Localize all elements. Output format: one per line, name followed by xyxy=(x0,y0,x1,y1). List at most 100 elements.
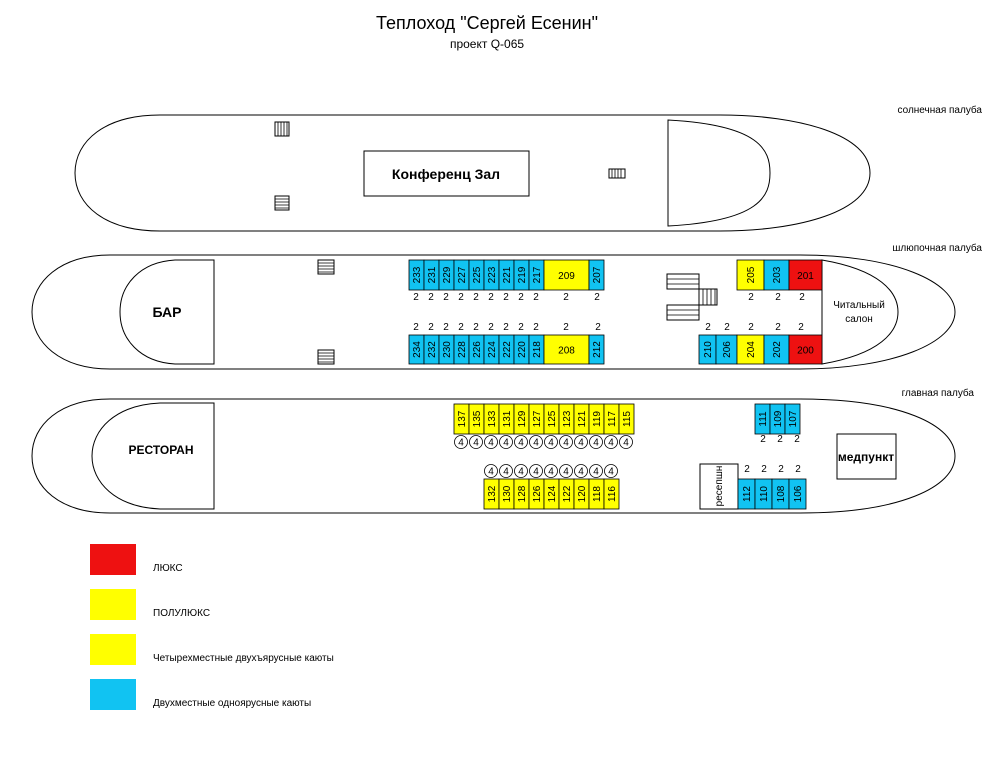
legend-swatch xyxy=(90,544,136,575)
cabin-204[interactable] xyxy=(736,334,765,365)
cabin-number: 229 xyxy=(442,266,453,283)
cabin-116[interactable] xyxy=(603,478,620,510)
berth-count-marker xyxy=(544,464,558,478)
cabin-number: 119 xyxy=(592,411,603,427)
cabin-number: 217 xyxy=(532,266,543,283)
berth-count: 2 xyxy=(778,464,784,475)
cabin-205[interactable] xyxy=(736,259,765,291)
berth-count-marker xyxy=(559,435,573,449)
reception-desk xyxy=(699,463,739,510)
berth-count: 4 xyxy=(458,438,464,449)
reading-salon-label-2: салон xyxy=(845,314,873,325)
berth-count: 4 xyxy=(608,467,614,478)
cabin-number: 131 xyxy=(502,410,513,427)
cabin-number: 124 xyxy=(547,485,558,502)
berth-count: 2 xyxy=(760,434,766,445)
cabin-number: 228 xyxy=(457,341,468,358)
berth-count-marker xyxy=(484,435,498,449)
legend-label: ПОЛУЛЮКС xyxy=(153,608,210,619)
cabin-115[interactable] xyxy=(618,403,635,435)
medical-room xyxy=(836,433,897,480)
berth-count: 2 xyxy=(563,322,569,333)
cabin-number: 219 xyxy=(517,266,528,283)
cabin-number: 108 xyxy=(776,485,787,502)
cabin-203[interactable] xyxy=(763,259,790,291)
cabin-202[interactable] xyxy=(763,334,790,365)
berth-count: 4 xyxy=(563,467,569,478)
cabin-number: 203 xyxy=(772,266,783,283)
cabin-number: 129 xyxy=(517,410,528,427)
sun-deck-bow-area xyxy=(667,119,771,227)
cabin-number: 121 xyxy=(577,410,588,427)
cabin-number: 107 xyxy=(788,410,799,427)
cabin-number: 232 xyxy=(427,341,438,358)
reading-salon xyxy=(821,259,899,365)
cabin-number: 231 xyxy=(427,266,438,283)
berth-count: 2 xyxy=(748,292,754,303)
cabin-number: 210 xyxy=(703,341,714,358)
berth-count: 4 xyxy=(608,438,614,449)
cabin-number: 132 xyxy=(487,485,498,502)
berth-count: 2 xyxy=(503,322,509,333)
cabin-number: 226 xyxy=(472,341,483,358)
cabin-number: 234 xyxy=(412,341,423,358)
cabin-number: 127 xyxy=(532,410,543,427)
stairs-icon xyxy=(274,195,290,211)
cabin-number: 220 xyxy=(517,341,528,358)
cabin-number: 224 xyxy=(487,341,498,358)
berth-count: 2 xyxy=(563,292,569,303)
berth-count: 4 xyxy=(518,438,524,449)
cabin-107[interactable] xyxy=(784,403,801,435)
cabin-number: 205 xyxy=(746,266,757,283)
berth-count-marker xyxy=(589,435,603,449)
cabin-number: 118 xyxy=(592,486,603,502)
berth-count-marker xyxy=(604,464,618,478)
berth-count: 4 xyxy=(533,438,539,449)
legend-label: ЛЮКС xyxy=(153,563,183,574)
cabin-200[interactable] xyxy=(788,334,823,365)
cabin-number: 122 xyxy=(562,485,573,502)
cabin-number: 201 xyxy=(797,271,814,282)
cabin-number: 221 xyxy=(502,266,513,283)
berth-count: 2 xyxy=(748,322,754,333)
cabin-209[interactable] xyxy=(543,259,590,291)
cabin-number: 110 xyxy=(759,486,770,502)
cabin-212[interactable] xyxy=(588,334,605,365)
berth-count-marker xyxy=(469,435,483,449)
cabin-number: 222 xyxy=(502,341,513,358)
stairs-icon xyxy=(274,121,290,137)
berth-count-marker xyxy=(529,464,543,478)
cabin-number: 207 xyxy=(592,266,603,283)
cabin-number: 123 xyxy=(562,410,573,427)
legend-swatch xyxy=(90,679,136,710)
berth-count: 2 xyxy=(413,322,419,333)
cabin-number: 223 xyxy=(487,266,498,283)
cabin-201[interactable] xyxy=(788,259,823,291)
berth-count: 4 xyxy=(593,467,599,478)
berth-count: 2 xyxy=(798,322,804,333)
berth-count: 4 xyxy=(593,438,599,449)
berth-count: 2 xyxy=(443,322,449,333)
berth-count: 4 xyxy=(518,467,524,478)
restaurant-room xyxy=(91,402,215,510)
berth-count: 2 xyxy=(458,292,464,303)
cabin-208[interactable] xyxy=(543,334,590,365)
berth-count: 2 xyxy=(799,292,805,303)
cabin-number: 116 xyxy=(607,486,618,502)
cabin-106[interactable] xyxy=(788,478,807,510)
berth-count: 4 xyxy=(548,467,554,478)
berth-count-marker xyxy=(544,435,558,449)
berth-count-marker xyxy=(619,435,633,449)
berth-count: 4 xyxy=(578,438,584,449)
berth-count-marker xyxy=(514,464,528,478)
berth-count: 4 xyxy=(623,438,629,449)
berth-count: 4 xyxy=(578,467,584,478)
cabin-207[interactable] xyxy=(588,259,605,291)
reading-salon-label-1: Читальный xyxy=(833,300,885,311)
berth-count-marker xyxy=(514,435,528,449)
berth-count: 4 xyxy=(503,438,509,449)
stairs-icon xyxy=(666,273,718,321)
conference-hall xyxy=(363,150,530,197)
legend-swatch xyxy=(90,589,136,620)
